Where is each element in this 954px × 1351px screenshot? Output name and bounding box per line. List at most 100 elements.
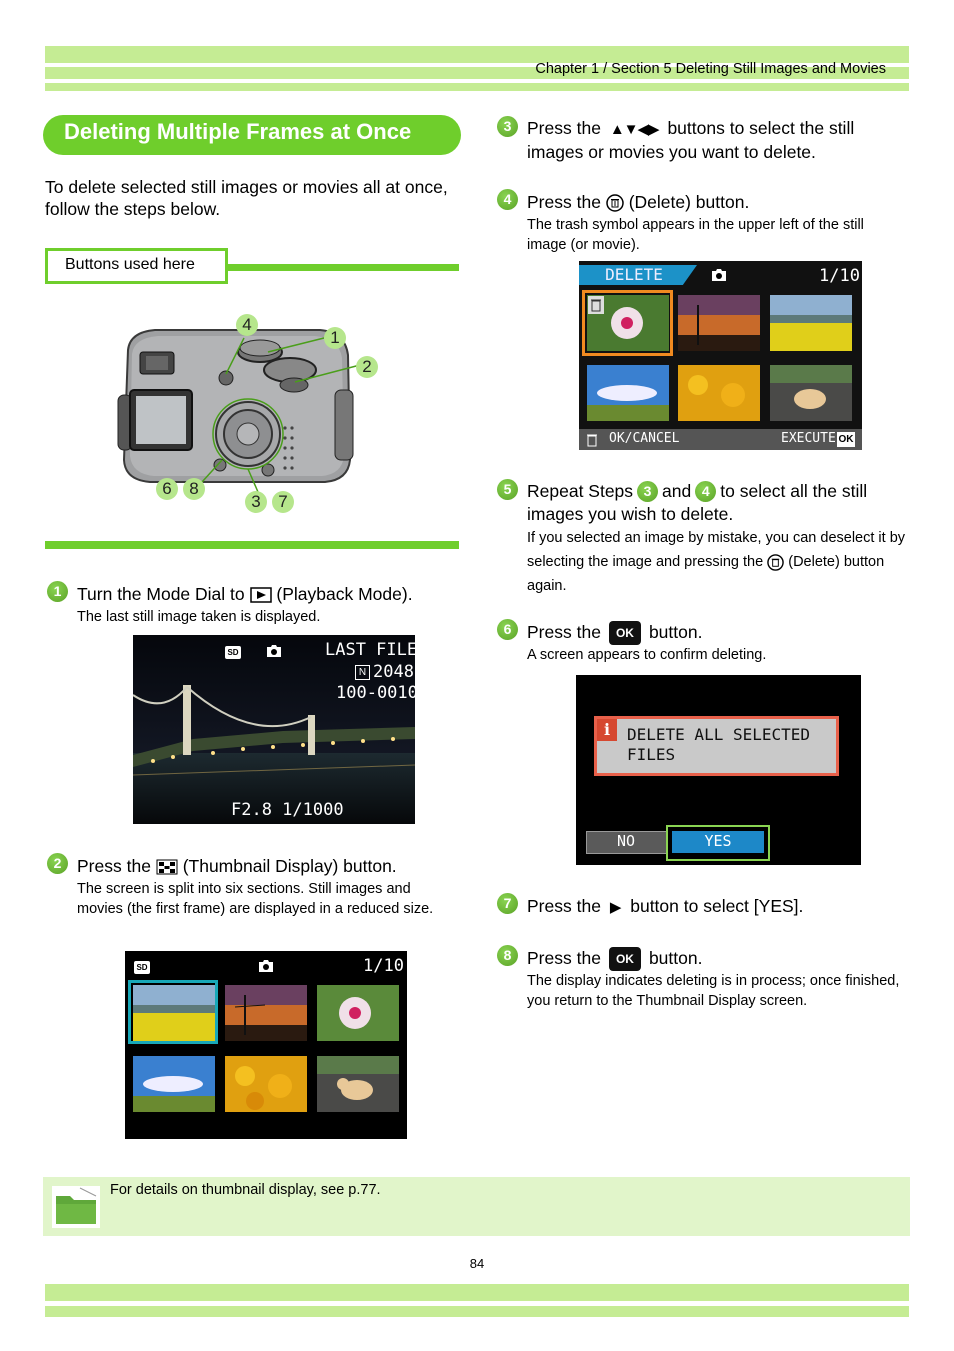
callout-8: 8 <box>183 478 205 500</box>
step-number-3: 3 <box>497 116 518 137</box>
step-8-pre: Press the <box>527 948 601 968</box>
page-title: Deleting Multiple Frames at Once <box>43 115 461 155</box>
camera-mode-icon <box>259 960 273 972</box>
no-label: NO <box>616 832 636 850</box>
delete-button-icon <box>767 553 784 571</box>
camera-illustration <box>117 329 361 493</box>
thumb-sky <box>587 365 669 421</box>
step-ref-3: 3 <box>637 480 659 502</box>
callout-1: 1 <box>324 327 346 349</box>
thumbnail-display-icon <box>156 859 178 875</box>
execute-label: EXECUTE <box>781 431 836 446</box>
step-number-5: 5 <box>497 479 518 500</box>
step-1-sub: The last still image taken is displayed. <box>77 609 321 625</box>
step-number-1: 1 <box>47 581 68 602</box>
buttons-used-label: Buttons used here <box>45 248 228 284</box>
step-4-pre: Press the <box>527 192 601 212</box>
night-bridge-photo <box>133 635 415 824</box>
step-2-post: (Thumbnail Display) button. <box>182 856 397 876</box>
step-7-post: button to select [YES]. <box>630 896 804 916</box>
step-7-pre: Press the <box>527 896 601 916</box>
frame-counter: 1/10 <box>363 956 404 976</box>
camera-mode-icon <box>712 269 726 281</box>
folder-icon <box>52 1186 100 1228</box>
step-5-pre: Repeat Steps <box>527 481 634 501</box>
yes-button-fill <box>672 831 764 853</box>
callout-7: 7 <box>272 491 294 513</box>
yes-label: YES <box>704 832 732 850</box>
step-3-pre: Press the <box>527 118 601 138</box>
buttons-used-rule <box>228 264 459 271</box>
step-3-text: Press the ▲▼◀▶ buttons to select the sti… <box>527 117 897 163</box>
step-number-4: 4 <box>497 189 518 210</box>
chapter-header: Chapter 1 / Section 5 Deleting Still Ima… <box>535 61 886 77</box>
step-2-text: Press the (Thumbnail Display) button. <box>77 855 397 877</box>
confirm-line-1: DELETE ALL SELECTED <box>627 725 811 744</box>
thumb-sunflowers <box>678 365 760 421</box>
last-file-label: LAST FILE <box>325 640 415 660</box>
frame-counter: 1/10 <box>819 266 860 286</box>
footer-bar-low <box>45 1306 909 1317</box>
bottom-bar <box>579 429 862 450</box>
step-number-7: 7 <box>497 893 518 914</box>
sd-card-icon: SD <box>225 646 241 659</box>
step-5-sub: If you selected an image by mistake, you… <box>527 526 909 598</box>
callout-6: 6 <box>156 478 178 500</box>
step-3-post: buttons to select the still images or mo… <box>527 118 855 162</box>
step-1-pre: Turn the Mode Dial to <box>77 584 245 604</box>
section-separator <box>45 541 459 549</box>
screen-delete-select: DELETE 1/10 OK/CANCEL EXECUTE OK <box>579 261 862 450</box>
step-5-sub-pre: If you selected an image by mistake, you… <box>527 530 906 570</box>
step-number-2: 2 <box>47 853 68 874</box>
page-number: 84 <box>469 1256 485 1271</box>
step-5-sub-post: (Delete) button again. <box>527 554 885 594</box>
step-2-pre: Press the <box>77 856 151 876</box>
step-4-sub: The trash symbol appears in the upper le… <box>527 217 864 253</box>
sd-card-icon: SD <box>134 961 150 974</box>
thumb-cat <box>770 365 852 421</box>
thumb-cat <box>317 1056 399 1112</box>
info-icon: i <box>597 719 617 741</box>
reference-note-text: For details on thumbnail display, see p.… <box>110 1182 381 1198</box>
step-number-6: 6 <box>497 619 518 640</box>
image-size-label: 2048 <box>373 662 414 682</box>
thumb-sky <box>133 1056 215 1112</box>
step-7-text: Press the ▶ button to select [YES]. <box>527 895 803 919</box>
thumb-field <box>133 985 215 1041</box>
step-4-post: (Delete) button. <box>628 192 750 212</box>
callout-3: 3 <box>245 491 267 513</box>
ok-button-icon: OK <box>608 621 641 646</box>
screen-last-file: SD LAST FILE N 2048 100-0010 F2.8 1/1000 <box>133 635 415 824</box>
callout-2: 2 <box>356 356 378 378</box>
yes-button[interactable] <box>666 825 770 861</box>
reference-note <box>43 1177 910 1236</box>
thumb-sunset <box>678 295 760 351</box>
step-ref-4: 4 <box>695 480 717 502</box>
step-5-mid: and <box>662 481 692 501</box>
camera-mode-icon <box>267 645 281 657</box>
selection-frame <box>582 290 673 356</box>
trash-icon <box>588 296 604 314</box>
step-6-pre: Press the <box>527 622 601 642</box>
confirm-dialog <box>594 716 839 776</box>
header-bar-low <box>45 83 909 91</box>
step-4-text: Press the (Delete) button. <box>527 191 749 213</box>
exposure-label: F2.8 1/1000 <box>231 800 344 820</box>
right-arrow-icon: ▶ <box>609 899 622 916</box>
screen-thumbnails: SD 1/10 <box>125 951 407 1139</box>
ok-button-icon: OK <box>608 947 641 972</box>
step-1-post: (Playback Mode). <box>276 584 413 604</box>
step-5-post: to select all the still images you wish … <box>527 481 868 524</box>
thumb-field <box>770 295 852 351</box>
thumb-sunflowers <box>225 1056 307 1112</box>
quality-n-icon: N <box>355 665 370 680</box>
step-1-text: Turn the Mode Dial to (Playback Mode). <box>77 583 413 605</box>
trash-icon <box>587 434 597 447</box>
step-6-post: button. <box>648 622 703 642</box>
ok-icon: OK <box>837 432 855 447</box>
ok-cancel-label: OK/CANCEL <box>609 431 680 446</box>
delete-button-icon <box>606 194 624 213</box>
selection-frame <box>128 980 218 1044</box>
